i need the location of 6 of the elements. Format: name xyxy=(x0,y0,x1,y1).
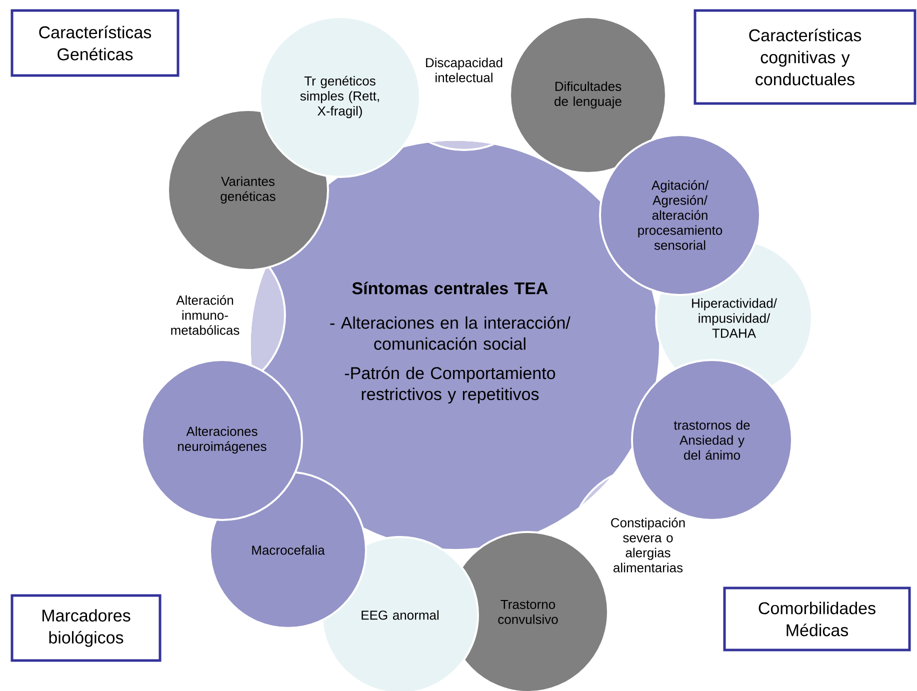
category-box: Características Genéticas xyxy=(10,9,180,77)
circle-label: Discapacidad intelectual xyxy=(426,58,502,82)
category-box: Comorbilidades Médicas xyxy=(723,586,911,652)
category-box: Marcadores biológicos xyxy=(10,594,162,662)
circle-label: Alteración inmuno-metabólicas xyxy=(171,295,240,335)
category-box: Características cognitivas y conductuales xyxy=(694,9,916,105)
